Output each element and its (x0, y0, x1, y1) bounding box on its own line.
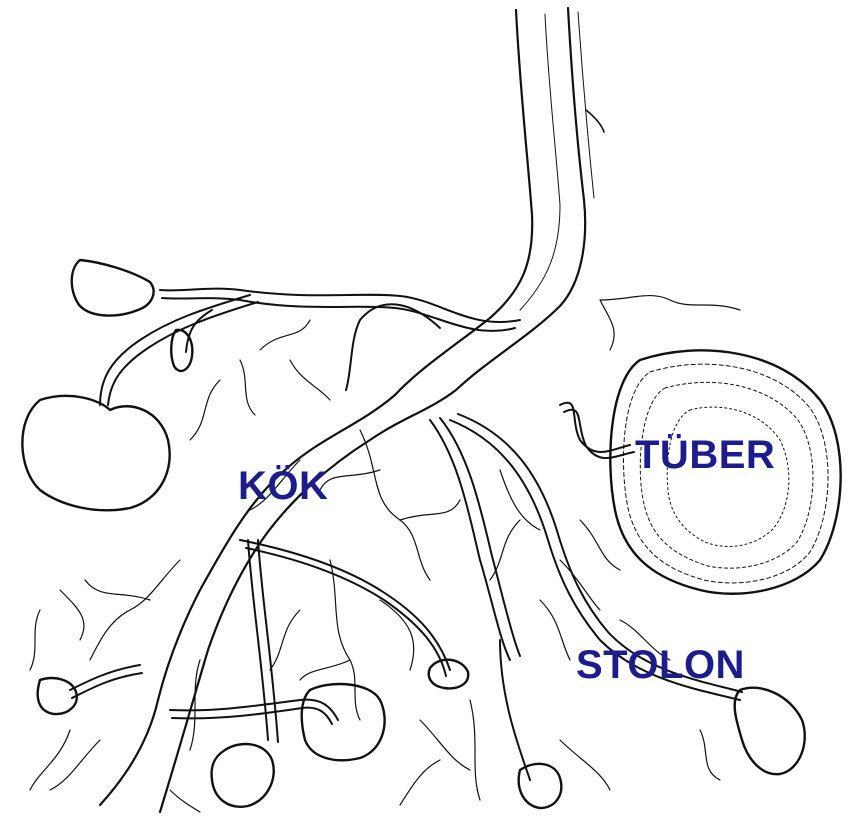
tubers (22, 260, 840, 808)
tuber-right-small (735, 688, 805, 775)
tuber-small-top (72, 260, 154, 316)
label-tuber: TÜBER (635, 435, 775, 475)
tuber-bottom-small (212, 744, 274, 807)
tuber-left (22, 396, 169, 510)
stolons (70, 289, 742, 780)
label-stolon: STOLON (576, 645, 745, 685)
main-stem (100, 8, 604, 812)
tuber-bottom-left (38, 678, 77, 714)
tuber-bottom-right (519, 764, 562, 808)
label-root: KÖK (238, 466, 328, 506)
tuber-bottom-mid (302, 684, 385, 760)
